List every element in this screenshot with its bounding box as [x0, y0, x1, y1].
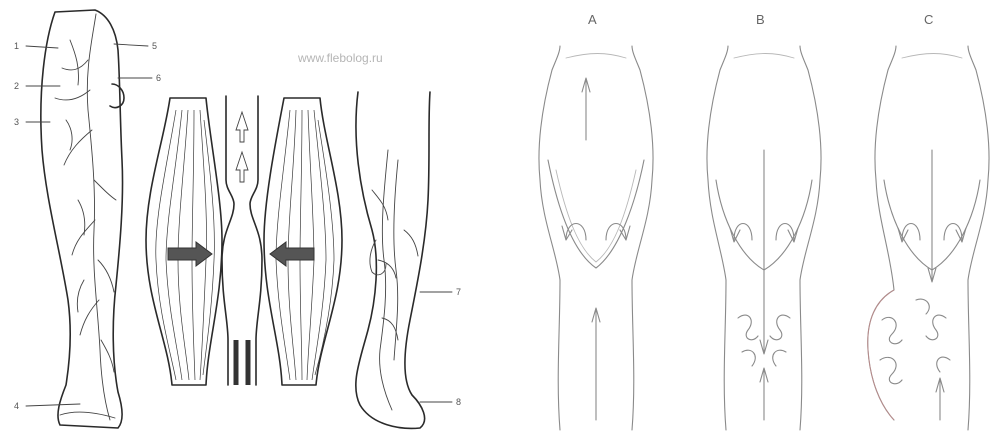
label-2: 2 [14, 81, 19, 91]
label-1: 1 [14, 41, 19, 51]
label-3: 3 [14, 117, 19, 127]
leg-posterior-illustration [356, 92, 430, 428]
calf-muscle-left [146, 98, 222, 385]
valve-panel-c [868, 46, 989, 430]
valve-panel-a [539, 46, 653, 430]
label-6: 6 [156, 73, 161, 83]
label-8: 8 [456, 397, 461, 407]
valve-panel-b [707, 46, 821, 430]
vein-with-valves [222, 96, 262, 385]
label-7: 7 [456, 287, 461, 297]
calf-muscle-right [264, 98, 342, 385]
panel-label-b: B [756, 12, 765, 27]
panel-label-a: A [588, 12, 597, 27]
label-4: 4 [14, 401, 19, 411]
panel-label-c: C [924, 12, 933, 27]
watermark-text: www.flebolog.ru [297, 51, 383, 65]
leg-anterior-illustration [41, 10, 124, 428]
label-5: 5 [152, 41, 157, 51]
